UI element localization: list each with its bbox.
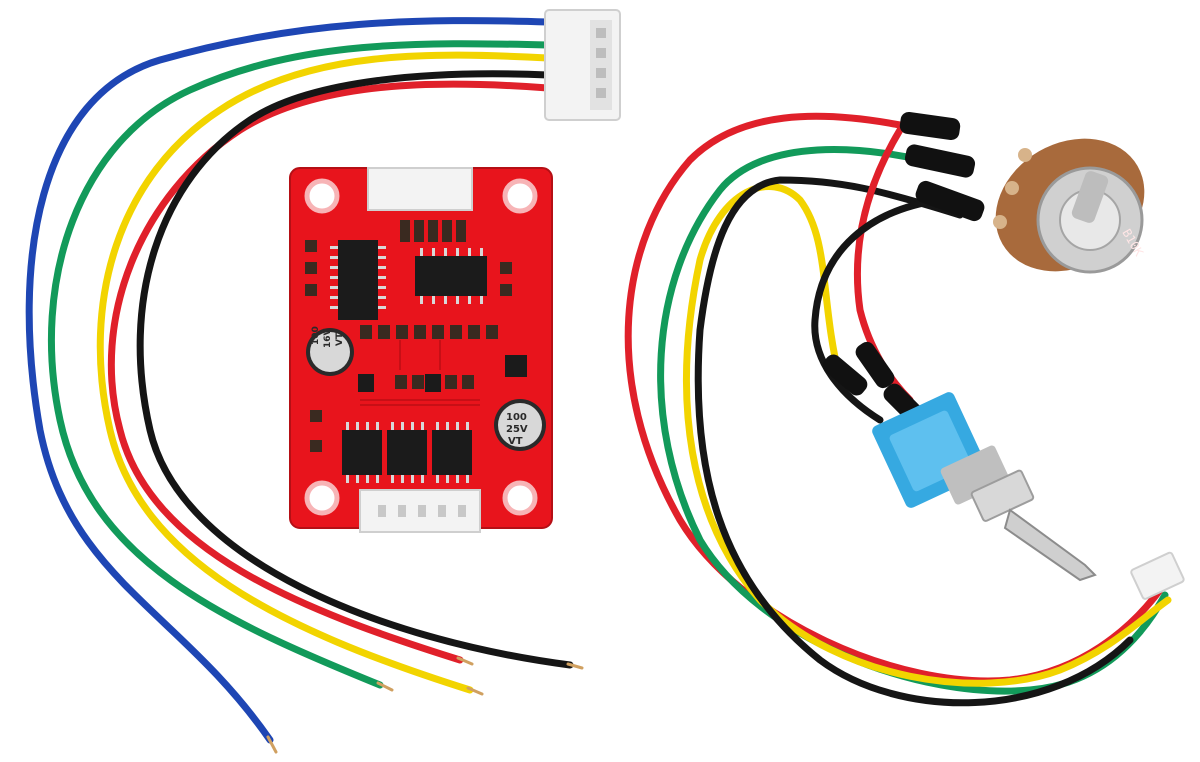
ic-chip-logic (415, 248, 487, 304)
left-harness-connector (544, 9, 621, 121)
heat-shrink-sleeves (822, 111, 985, 427)
cap2-line1: 100 (506, 412, 527, 423)
potentiometer: B10K (993, 138, 1146, 274)
black-wire-switch (811, 196, 944, 424)
right-harness-connector (1130, 551, 1185, 600)
driver-ic-row (342, 430, 472, 475)
pcb-traces (360, 340, 480, 406)
capacitor-2: 100 25V VT (494, 399, 546, 451)
red-wire (107, 80, 552, 664)
motor-driver-board: 100 16V VT 100 25V VT (289, 167, 553, 533)
yellow-wire-right (683, 183, 1172, 687)
ic-chip-main (330, 240, 386, 320)
cap1-line3: VT (335, 332, 345, 346)
cap2-line2: 25V (506, 424, 528, 435)
blue-wire (25, 17, 552, 744)
cap2-line3: VT (508, 436, 523, 447)
pcb-top-connector (367, 167, 473, 211)
smd-components (305, 220, 512, 452)
black-wire (136, 70, 574, 669)
black-wire-right (694, 176, 1134, 707)
capacitor-1: 100 16V VT (306, 326, 354, 376)
green-wire (47, 40, 552, 689)
transistors (358, 355, 527, 392)
cap1-line1: 100 (311, 326, 321, 345)
mounting-holes (304, 178, 538, 516)
left-wire-harness (25, 17, 584, 754)
cap1-line2: 16V (323, 328, 333, 348)
yellow-wire (96, 51, 552, 694)
toggle-switch (872, 392, 1097, 582)
